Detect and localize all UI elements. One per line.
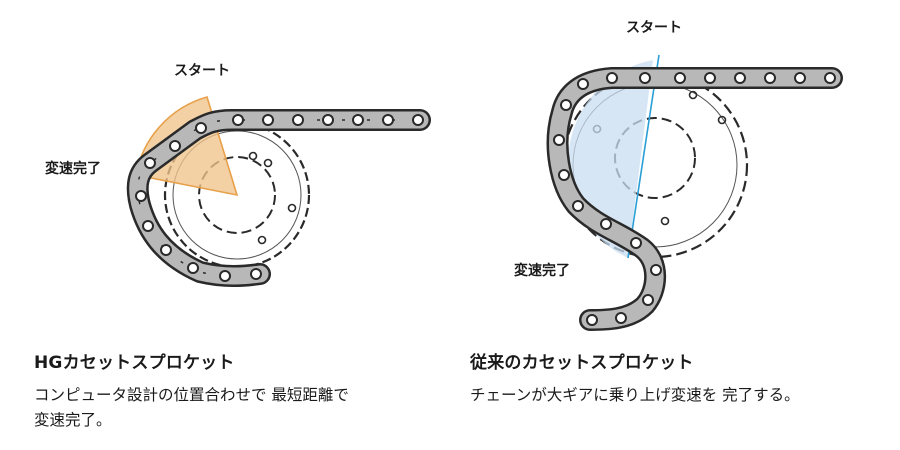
conventional-description: チェーンが大ギアに乗り上げ変速を 完了する。 xyxy=(470,386,800,404)
hg-description-line2: 変速完了。 xyxy=(34,411,112,429)
conventional-cassette-illustration: スタート 変速完了 xyxy=(514,20,843,331)
hg-chain-rollers xyxy=(135,114,424,282)
hg-start-label: スタート xyxy=(174,63,230,79)
hg-cassette-illustration: スタート 変速完了 xyxy=(45,63,431,287)
hg-title: HGカセットスプロケット xyxy=(34,353,235,373)
hg-description-line1: コンピュータ設計の位置合わせで 最短距離で xyxy=(34,386,349,404)
conventional-title: 従来のカセットスプロケット xyxy=(470,353,694,373)
conventional-start-label: スタート xyxy=(626,20,682,36)
hg-finish-label: 変速完了 xyxy=(45,160,101,177)
conventional-finish-label: 変速完了 xyxy=(514,262,570,279)
hg-description: コンピュータ設計の位置合わせで 最短距離で 変速完了。 xyxy=(34,383,349,433)
conventional-chain-rollers xyxy=(553,72,836,326)
